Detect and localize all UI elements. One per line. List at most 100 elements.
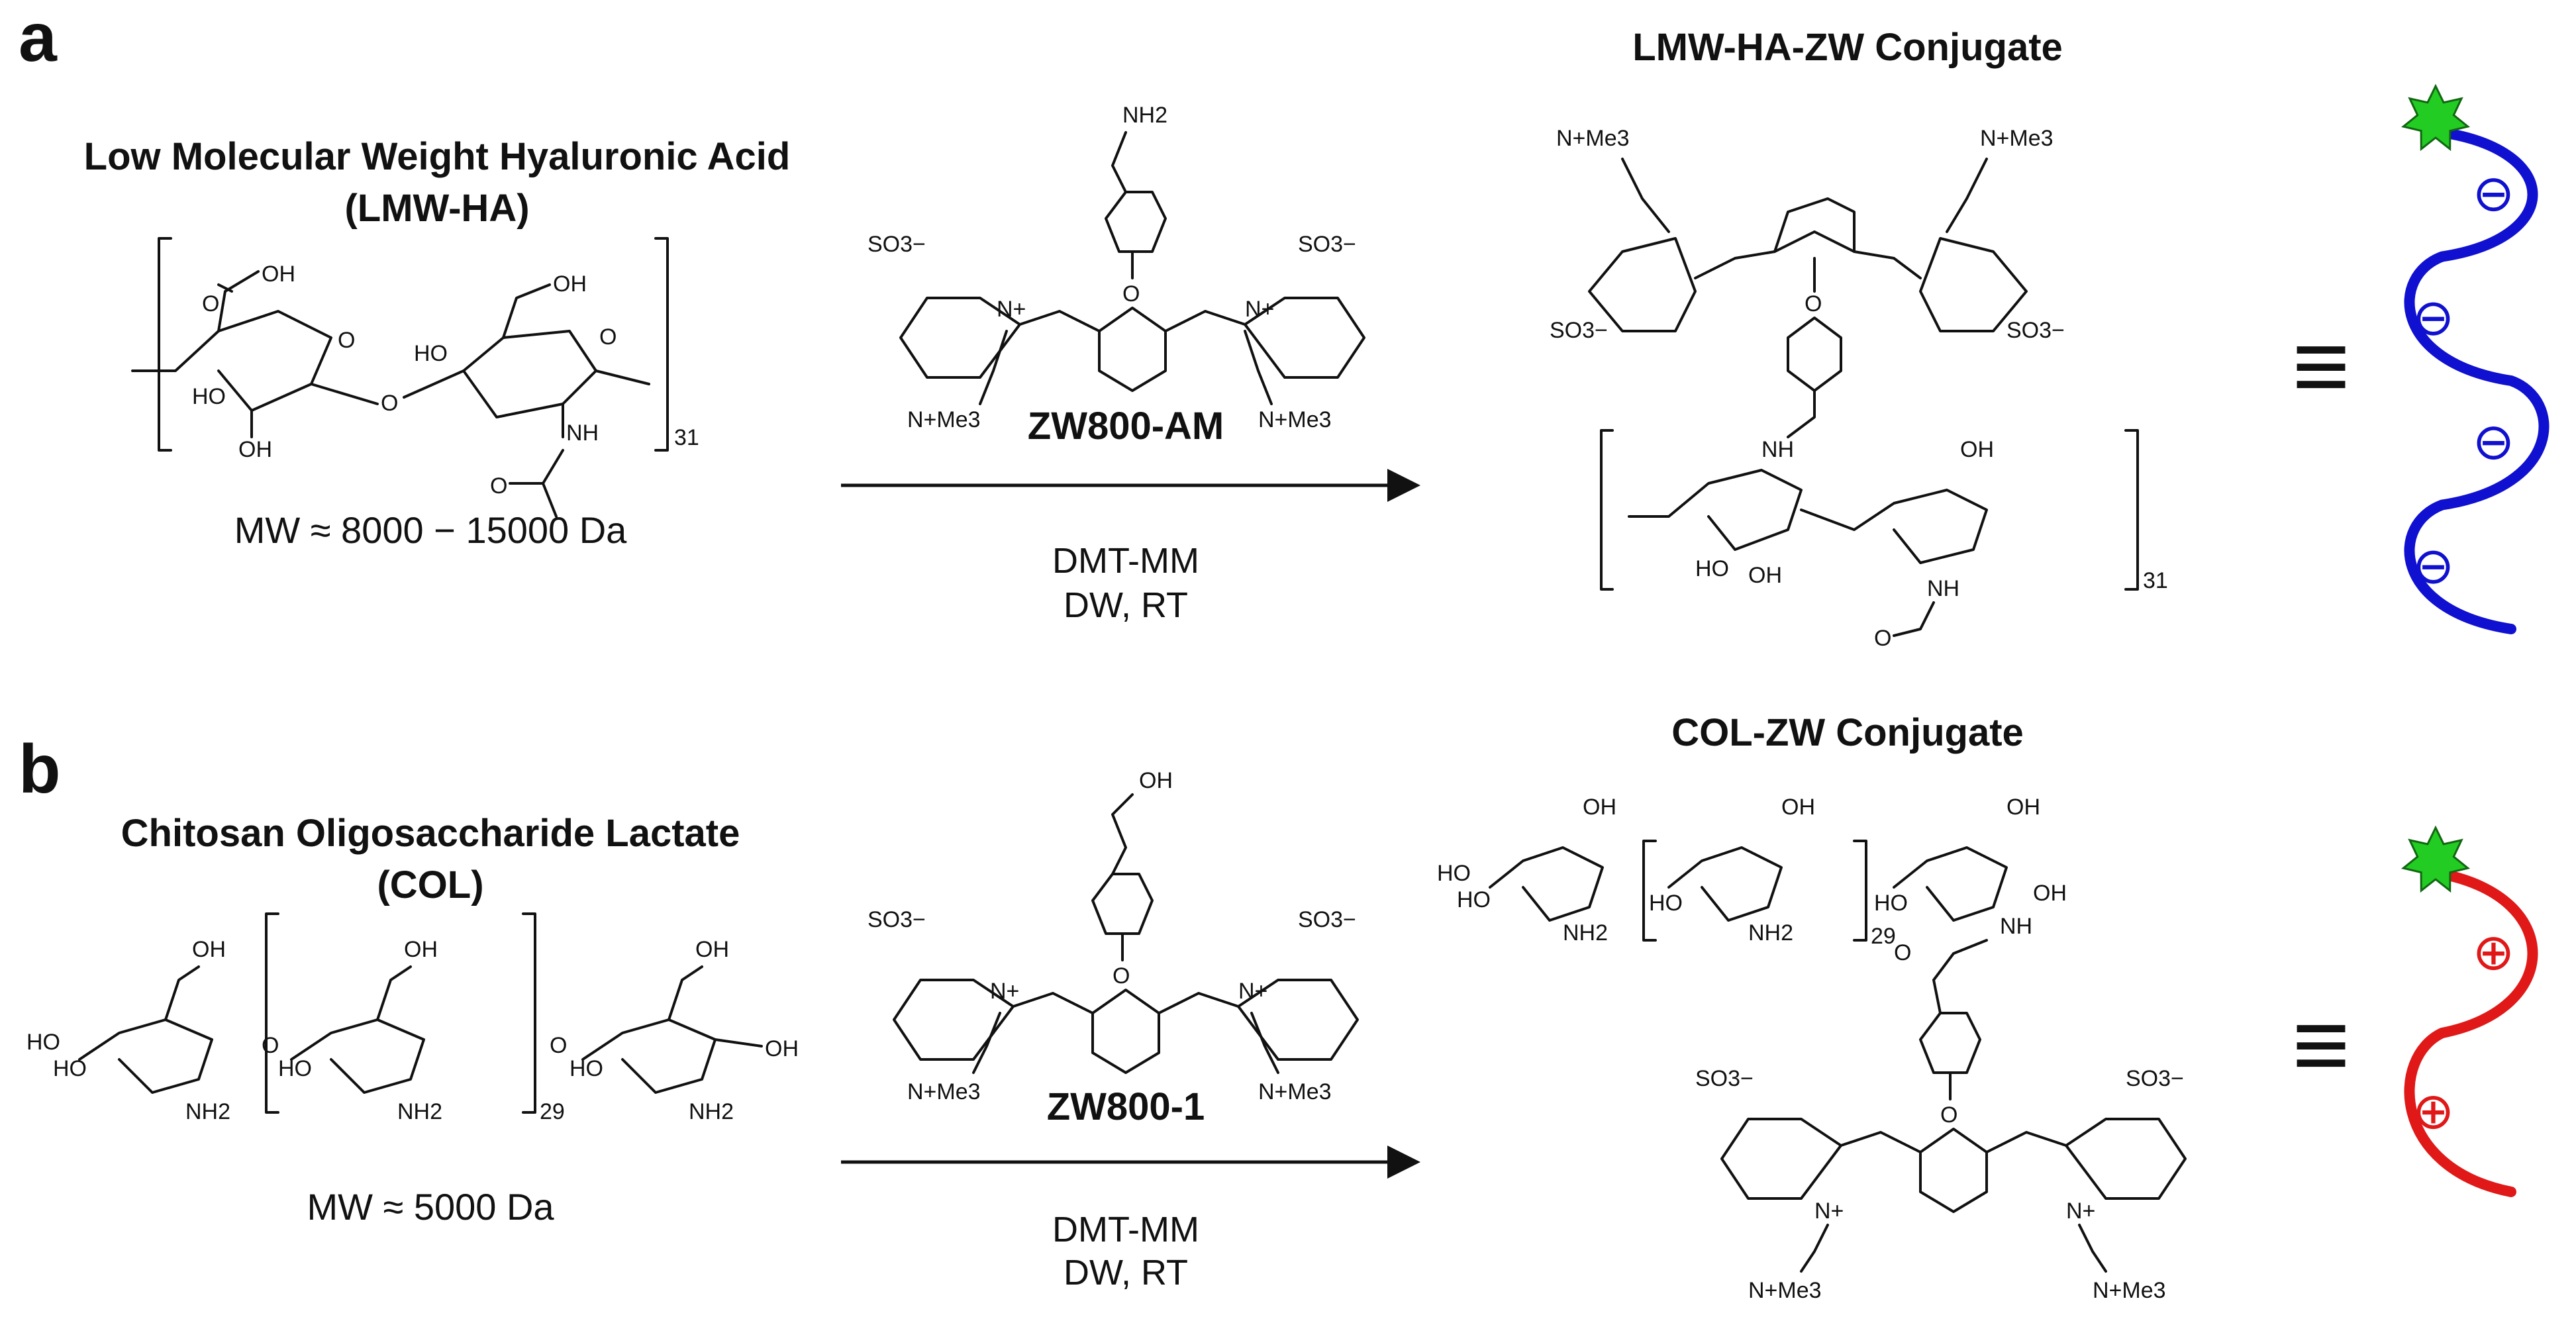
charge-symbol: ⊕	[2473, 922, 2515, 981]
svg-text:NH2: NH2	[1748, 920, 1793, 946]
polymer-wave	[2404, 127, 2550, 634]
svg-text:N+: N+	[1238, 979, 1267, 1004]
col-zw-structure: HO HO NH2 OH 29 HO NH2 OH HO OH OH NH O …	[1437, 795, 2187, 1303]
svg-text:OH: OH	[1583, 795, 1616, 820]
svg-text:31: 31	[2143, 568, 2168, 593]
zw800am-label: ZW800-AM	[1027, 405, 1224, 448]
svg-text:HO: HO	[192, 384, 226, 409]
svg-text:O: O	[262, 1033, 279, 1058]
lmwha-zw-cartoon: ⊖ ⊖ ⊖ ⊖	[2401, 83, 2550, 634]
svg-text:N+Me3: N+Me3	[2093, 1278, 2166, 1303]
conditions-b-line1: DMT-MM	[1052, 1210, 1199, 1249]
col-title-line1: Chitosan Oligosaccharide Lactate	[121, 812, 740, 855]
charge-symbol: ⊖	[2473, 164, 2515, 222]
svg-text:HO: HO	[1695, 556, 1729, 581]
svg-text:O: O	[338, 328, 355, 353]
zw800-1-label: ZW800-1	[1046, 1085, 1205, 1128]
svg-text:O: O	[599, 324, 617, 350]
equivalence-symbol-a: ≡	[2292, 310, 2350, 421]
col-mw: MW ≈ 5000 Da	[307, 1186, 554, 1228]
svg-text:O: O	[1805, 291, 1822, 317]
svg-text:N+Me3: N+Me3	[907, 1079, 981, 1104]
col-zw-title: COL-ZW Conjugate	[1671, 711, 2024, 754]
svg-text:HO: HO	[570, 1056, 603, 1081]
lmwha-zw-structure: N+Me3 N+Me3 SO3− SO3− O NH 31 OH HO OH N…	[1550, 126, 2168, 651]
svg-text:OH: OH	[238, 437, 272, 462]
svg-text:N+: N+	[2066, 1198, 2095, 1224]
svg-text:N+Me3: N+Me3	[1258, 407, 1332, 432]
charge-symbol: ⊖	[2473, 412, 2515, 471]
svg-text:29: 29	[1871, 924, 1896, 949]
svg-text:HO: HO	[1457, 887, 1491, 912]
charge-symbol: ⊖	[2412, 536, 2455, 595]
svg-text:O: O	[202, 291, 219, 317]
svg-text:SO3−: SO3−	[2006, 318, 2065, 343]
svg-text:29: 29	[540, 1099, 565, 1124]
equivalence-symbol-b: ≡	[2292, 989, 2350, 1100]
svg-text:O: O	[1122, 281, 1140, 307]
svg-text:N+Me3: N+Me3	[1748, 1278, 1822, 1303]
col-title-line2: (COL)	[377, 863, 484, 906]
svg-text:SO3−: SO3−	[2126, 1066, 2184, 1091]
svg-text:O: O	[1874, 626, 1891, 651]
svg-text:OH: OH	[695, 937, 729, 962]
col-zw-cartoon: ⊕⊕	[2401, 825, 2538, 1197]
svg-text:HO: HO	[1437, 861, 1471, 886]
panel-label-a: a	[19, 0, 57, 76]
svg-text:SO3−: SO3−	[1550, 318, 1608, 343]
svg-text:NH: NH	[1927, 576, 1959, 601]
svg-text:N+Me3: N+Me3	[1556, 126, 1630, 151]
svg-text:N+Me3: N+Me3	[907, 407, 981, 432]
svg-text:N+: N+	[1245, 297, 1274, 322]
svg-text:OH: OH	[262, 262, 295, 287]
svg-text:O: O	[550, 1033, 567, 1058]
lmwha-zw-title: LMW-HA-ZW Conjugate	[1632, 26, 2063, 69]
svg-text:HO: HO	[278, 1056, 312, 1081]
svg-text:NH2: NH2	[1122, 103, 1167, 128]
lmwha-title-line1: Low Molecular Weight Hyaluronic Acid	[83, 135, 791, 178]
svg-text:OH: OH	[553, 271, 587, 297]
conditions-a-line2: DW, RT	[1064, 585, 1188, 625]
dye-star	[2401, 825, 2471, 893]
svg-text:N+Me3: N+Me3	[1258, 1079, 1332, 1104]
panel-label-b: b	[19, 731, 61, 808]
svg-text:OH: OH	[404, 937, 438, 962]
lmwha-repeat-n: 31	[674, 425, 699, 450]
svg-text:HO: HO	[26, 1030, 60, 1055]
charge-symbol: ⊕	[2412, 1081, 2455, 1140]
polymer-wave	[2404, 869, 2538, 1197]
svg-text:N+: N+	[997, 297, 1026, 322]
svg-text:HO: HO	[53, 1056, 87, 1081]
svg-text:SO3−: SO3−	[867, 907, 926, 932]
conditions-a-line1: DMT-MM	[1052, 541, 1199, 581]
dye-star	[2401, 83, 2471, 152]
svg-text:HO: HO	[414, 341, 448, 366]
svg-text:N+: N+	[990, 979, 1019, 1004]
svg-text:OH: OH	[1139, 768, 1173, 793]
svg-text:SO3−: SO3−	[1695, 1066, 1754, 1091]
svg-text:NH: NH	[566, 420, 599, 446]
svg-text:NH2: NH2	[397, 1099, 442, 1124]
svg-text:O: O	[1113, 963, 1130, 989]
charge-symbol: ⊖	[2412, 287, 2455, 346]
svg-text:HO: HO	[1874, 891, 1908, 916]
svg-text:OH: OH	[192, 937, 226, 962]
svg-text:NH2: NH2	[185, 1099, 230, 1124]
svg-text:NH: NH	[2000, 914, 2032, 939]
lmwha-mw: MW ≈ 8000 − 15000 Da	[234, 509, 627, 551]
svg-text:OH: OH	[1748, 563, 1782, 588]
svg-text:SO3−: SO3−	[1298, 232, 1356, 257]
svg-text:N+: N+	[1814, 1198, 1844, 1224]
zw800am-structure: NH2 O N+ N+ SO3− SO3− N+Me3 N+Me3	[867, 103, 1365, 432]
svg-text:OH: OH	[2033, 881, 2067, 906]
svg-text:OH: OH	[765, 1036, 799, 1061]
svg-text:O: O	[381, 391, 398, 416]
svg-text:O: O	[490, 473, 507, 499]
svg-text:OH: OH	[1781, 795, 1815, 820]
svg-text:OH: OH	[2006, 795, 2040, 820]
zw800-1-structure: OH O N+ N+ SO3− SO3− N+Me3 N+Me3	[867, 768, 1359, 1104]
svg-text:O: O	[1894, 940, 1911, 965]
svg-text:NH2: NH2	[689, 1099, 734, 1124]
svg-text:O: O	[1940, 1102, 1957, 1128]
